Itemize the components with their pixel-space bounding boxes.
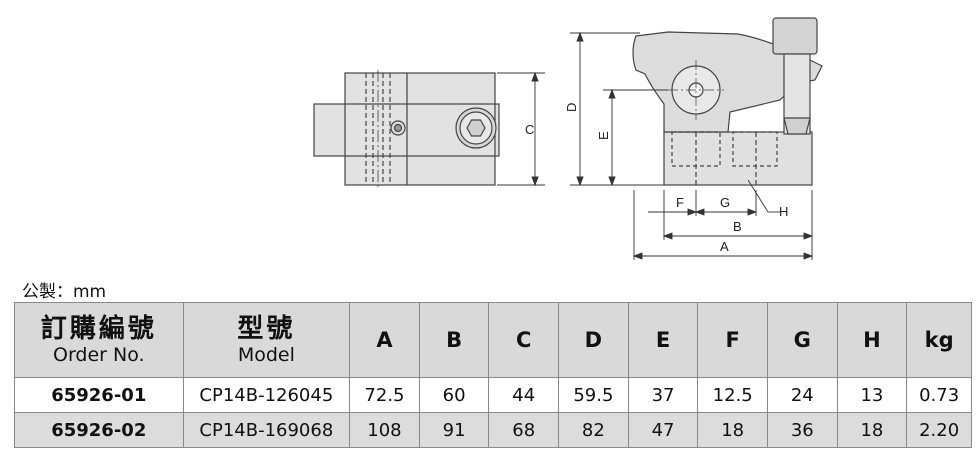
top-view [313,70,500,188]
dim-label-f: F [676,195,684,210]
header-e: E [627,302,699,378]
header-f: F [697,302,768,378]
cell-a: 108 [349,412,420,448]
cell-d: 59.5 [558,377,629,413]
header-kg: kg [906,302,972,378]
cell-h: 13 [836,377,908,413]
table-row: 65926-01 CP14B-126045 72.5 60 44 59.5 37… [14,377,972,413]
cell-g: 24 [766,377,838,413]
spec-table: 訂購編號 Order No. 型號 Model A B C D E F G H … [14,302,972,448]
dim-label-c: C [525,122,534,137]
technical-drawing: C [313,17,823,260]
cell-c: 44 [488,377,560,413]
dimension-c [497,71,545,187]
table-row: 65926-02 CP14B-169068 108 91 68 82 47 18… [14,412,972,448]
cell-e: 47 [627,412,699,448]
header-model-en: Model [237,344,295,366]
header-h: H [836,302,908,378]
header-g: G [766,302,838,378]
header-c: C [488,302,560,378]
dim-label-b: B [733,219,742,234]
cell-e: 37 [627,377,699,413]
header-b: B [418,302,490,378]
header-order-no-zh: 訂購編號 [40,314,157,344]
header-order-no: 訂購編號 Order No. [14,302,184,378]
table-header-row: 訂購編號 Order No. 型號 Model A B C D E F G H … [14,302,972,378]
cell-f: 18 [697,412,768,448]
cell-h: 18 [836,412,908,448]
dim-label-a: A [720,239,729,254]
dim-label-g: G [720,195,730,210]
header-model-zh: 型號 [237,314,296,344]
cell-a: 72.5 [349,377,420,413]
cell-d: 82 [558,412,629,448]
header-a: A [349,302,420,378]
dimension-lines [570,31,814,260]
dim-label-h: H [779,204,788,219]
cell-b: 60 [418,377,490,413]
cell-f: 12.5 [697,377,768,413]
cell-g: 36 [766,412,838,448]
dim-label-d: D [564,103,579,112]
unit-label: 公製：mm [22,282,107,302]
header-model: 型號 Model [182,302,351,378]
cell-model: CP14B-126045 [182,377,351,413]
header-d: D [558,302,629,378]
cell-c: 68 [488,412,560,448]
side-view [632,17,823,186]
cell-b: 91 [418,412,490,448]
cell-kg: 0.73 [906,377,972,413]
cell-order-no: 65926-01 [14,377,184,413]
dim-label-e: E [596,131,611,140]
cell-order-no: 65926-02 [14,412,184,448]
header-order-no-en: Order No. [53,344,145,366]
cell-model: CP14B-169068 [182,412,351,448]
cell-kg: 2.20 [906,412,972,448]
